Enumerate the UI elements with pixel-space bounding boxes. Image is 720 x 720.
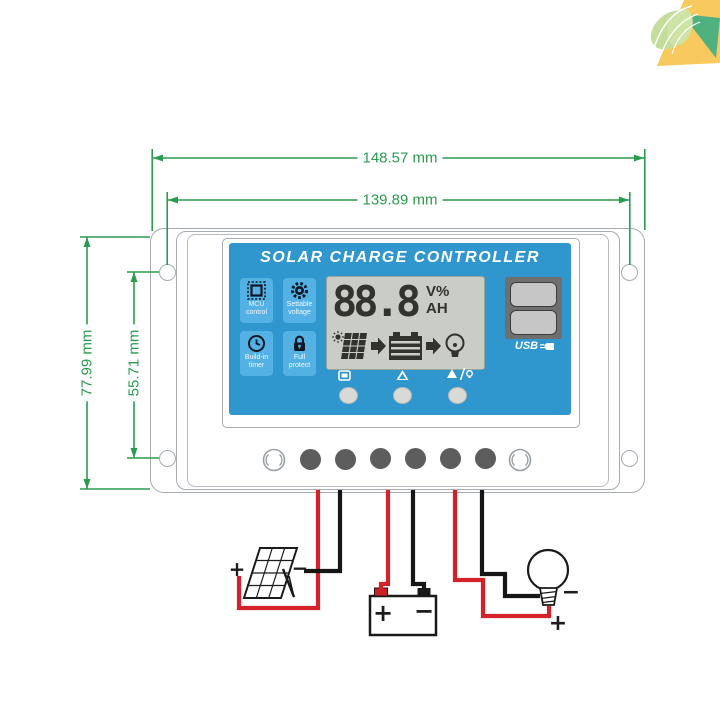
solar-plus-label: +: [229, 557, 246, 581]
terminal-load-minus: [474, 447, 496, 469]
feature-buildin-timer: Build-in timer: [240, 331, 273, 376]
feature-label: control: [245, 308, 267, 316]
terminal-battery-minus: [404, 447, 426, 469]
terminal-load-plus: [439, 447, 461, 469]
button-load: [447, 387, 467, 404]
sun-icon: [335, 334, 341, 340]
usb-housing: [505, 277, 562, 339]
feature-label: Full: [293, 354, 306, 361]
usb-label: USB: [505, 340, 565, 352]
feature-label: protect: [288, 361, 311, 369]
feature-label: MCU: [248, 301, 265, 308]
feature-label: Settable: [286, 301, 313, 308]
mount-hole-bottom-left: [159, 450, 176, 467]
solar-minus-label: −: [292, 556, 309, 580]
lcd-unit-top: V%: [426, 283, 450, 300]
load-minus-label: −: [562, 580, 580, 605]
arrow-right-icon: [371, 337, 386, 355]
terminal-battery-plus: [369, 447, 391, 469]
leaf-logo: [650, 0, 720, 66]
feature-mcu-control: MCU control: [240, 278, 273, 323]
light-bulb: [526, 548, 570, 606]
usb-port-2: [509, 309, 557, 335]
button-display: [338, 387, 358, 404]
mcu-chip-icon: [247, 281, 266, 300]
dimension-hole-height: 55.71 mm: [125, 324, 143, 402]
lcd-unit-bottom: AH: [426, 299, 448, 317]
usb-text: USB: [514, 340, 539, 352]
button-up: [392, 387, 412, 404]
battery: [368, 587, 438, 637]
terminal-screw-left: [262, 448, 286, 472]
bulb-icon: [445, 333, 465, 357]
mount-hole-bottom-right: [621, 450, 638, 467]
terminal-screw-right: [508, 448, 532, 472]
feature-label: timer: [248, 361, 265, 369]
battery-plus-label: +: [373, 599, 393, 627]
triangle-icon: [396, 370, 409, 380]
feature-label: Build-in: [244, 354, 269, 361]
padlock-icon: [294, 335, 305, 351]
red-wires: [236, 490, 552, 619]
display-icon: [338, 370, 351, 381]
dimension-outer-width: 148.57 mm: [357, 149, 443, 167]
lcd-units: V% AH: [426, 283, 450, 317]
controller-body-inner: [187, 234, 609, 487]
battery-minus-label: −: [414, 597, 434, 625]
black-wires: [304, 490, 540, 599]
solar-panel: [242, 547, 299, 599]
usb-plug-icon: [540, 342, 555, 350]
controller-body: [176, 231, 620, 490]
terminal-solar-minus: [334, 448, 356, 470]
dimension-hole-width: 139.89 mm: [357, 191, 443, 209]
triangle-slash-bulb-icon: [447, 367, 473, 381]
feature-label: voltage: [288, 308, 311, 316]
gear-icon: [291, 282, 308, 299]
feature-settable-voltage: Settable voltage: [283, 278, 316, 323]
usb-port-1: [509, 282, 557, 307]
load-plus-label: +: [549, 611, 567, 636]
dimension-outer-height: 77.99 mm: [78, 324, 96, 402]
panel-title: SOLAR CHARGE CONTROLLER: [260, 249, 540, 266]
lcd-flow-icons: [332, 331, 465, 360]
terminal-solar-plus: [299, 448, 321, 470]
clock-icon: [248, 335, 265, 352]
arrow-right-icon: [426, 337, 441, 355]
lcd-reading: 88.8: [332, 277, 421, 326]
feature-full-protect: Full protect: [283, 331, 316, 376]
